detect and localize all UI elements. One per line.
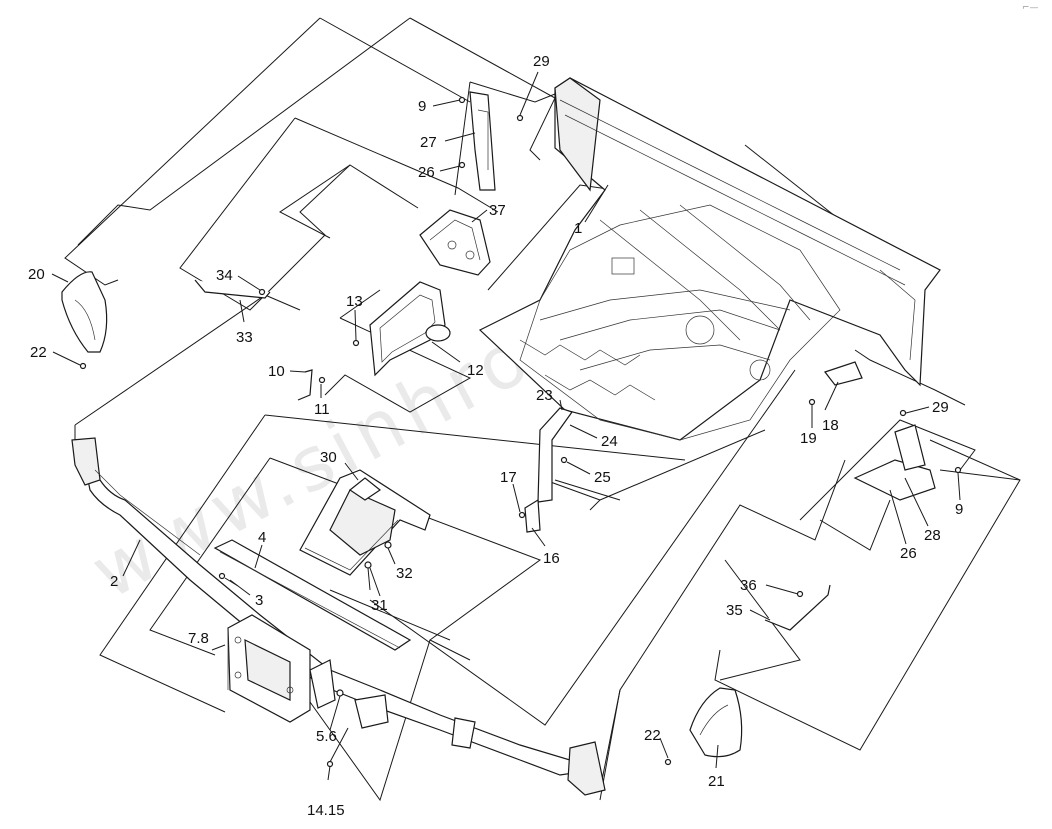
callout-22-left: 22 (30, 344, 47, 361)
callout-26-right: 26 (900, 545, 917, 562)
part-9-bolt-right (954, 466, 962, 474)
part-26-bolt-top (458, 161, 466, 169)
callout-11: 11 (314, 401, 330, 418)
callout-20: 20 (28, 266, 45, 283)
part-22-bolt-right (664, 758, 672, 766)
callout-17: 17 (500, 469, 517, 486)
callout-29-right: 29 (932, 399, 949, 416)
callout-labels: 29 9 27 26 37 1 20 22 34 33 13 12 10 11 … (28, 53, 963, 819)
callout-29-top: 29 (533, 53, 550, 70)
callout-1: 1 (574, 220, 582, 237)
callout-14-15: 14.15 (307, 802, 345, 819)
callout-21: 21 (708, 773, 725, 790)
callout-34: 34 (216, 267, 233, 284)
part-10-clip (297, 369, 313, 401)
callout-31: 31 (371, 597, 388, 614)
part-29-bolt-top (516, 114, 524, 122)
part-18-bracket (824, 361, 863, 386)
callout-24: 24 (601, 433, 618, 450)
callout-19: 19 (800, 430, 817, 447)
part-13-bolt (352, 339, 360, 347)
callout-27: 27 (420, 134, 437, 151)
callout-10: 10 (268, 363, 285, 380)
callout-5-6: 5.6 (316, 728, 337, 745)
callout-16: 16 (543, 550, 560, 567)
part-37-bracket (419, 209, 491, 276)
part-32-bolt (384, 541, 392, 549)
callout-9-right: 9 (955, 501, 963, 518)
callout-3: 3 (255, 592, 263, 609)
part-29-bolt-right (899, 409, 907, 417)
part-21-trim (689, 687, 743, 758)
part-35-rod (764, 584, 831, 631)
callout-30: 30 (320, 449, 337, 466)
callout-37: 37 (489, 202, 506, 219)
callout-36: 36 (740, 577, 757, 594)
part-7-8-bracket (227, 614, 311, 723)
callout-22-right: 22 (644, 727, 661, 744)
callout-32: 32 (396, 565, 413, 582)
callout-13: 13 (346, 293, 363, 310)
part-9-bolt-top (458, 96, 466, 104)
part-17-bolt (518, 511, 526, 519)
part-19-bolt (808, 398, 816, 406)
part-36-bolt (796, 590, 804, 598)
callout-28: 28 (924, 527, 941, 544)
callout-23: 23 (536, 387, 553, 404)
callout-2: 2 (110, 573, 118, 590)
callout-18: 18 (822, 417, 839, 434)
callout-9-top: 9 (418, 98, 426, 115)
part-34-bolt (258, 288, 266, 296)
callout-4: 4 (258, 529, 266, 546)
corner-mark: ⌐— (1022, 3, 1039, 13)
part-31-bolt (364, 561, 372, 591)
part-1-floor-panel (478, 77, 941, 441)
part-5-6-bracket (309, 659, 344, 709)
leader-lines (51, 71, 961, 781)
part-33-rod (194, 279, 271, 299)
part-22-bolt-left (79, 362, 87, 370)
part-28-bracket (853, 424, 936, 501)
part-14-15-bracket (326, 694, 389, 768)
part-27-bracket (469, 91, 496, 191)
callout-25: 25 (594, 469, 611, 486)
callout-12: 12 (467, 362, 484, 379)
part-20-trim (61, 271, 108, 353)
part-11-bolt (318, 376, 326, 384)
part-12-cover (369, 281, 451, 377)
callout-7-8: 7.8 (188, 630, 209, 647)
callout-35: 35 (726, 602, 743, 619)
callout-26-top: 26 (418, 164, 435, 181)
callout-33: 33 (236, 329, 253, 346)
part-2-rear-frame-tube (71, 437, 606, 796)
part-30-tank-bracket (299, 469, 431, 576)
part-4-rear-bar (213, 539, 412, 651)
part-16-bracket (524, 498, 541, 533)
part-25-bolt (560, 456, 568, 464)
group-outlines (64, 17, 1021, 802)
